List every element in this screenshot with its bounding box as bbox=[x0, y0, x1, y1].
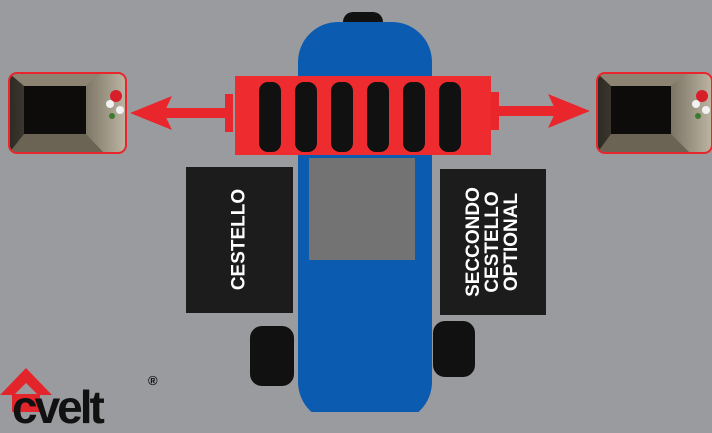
arrow-left-icon bbox=[130, 94, 233, 132]
vehicle-cab bbox=[309, 158, 415, 260]
rear-right-wheel bbox=[433, 321, 475, 377]
logo-arrow-icon bbox=[0, 368, 52, 412]
logo-wordmark: cvelt bbox=[12, 381, 105, 433]
diagram-canvas: CESTELLO SECCONDO CESTELLO OPTIONAL cvel… bbox=[0, 12, 712, 430]
right-basket-box bbox=[440, 169, 546, 315]
basket-slots bbox=[259, 82, 461, 152]
right-box-label: SECCONDO CESTELLO OPTIONAL bbox=[463, 187, 522, 297]
registered-mark: ® bbox=[148, 373, 158, 388]
left-box-label: CESTELLO bbox=[228, 188, 250, 291]
arrow-right-icon bbox=[491, 92, 590, 130]
rear-left-wheel bbox=[250, 326, 294, 386]
left-basket-box bbox=[186, 167, 293, 313]
tunnel-photo-right bbox=[596, 72, 712, 154]
tunnel-photo-left bbox=[8, 72, 127, 154]
diagram-svg bbox=[0, 12, 712, 422]
